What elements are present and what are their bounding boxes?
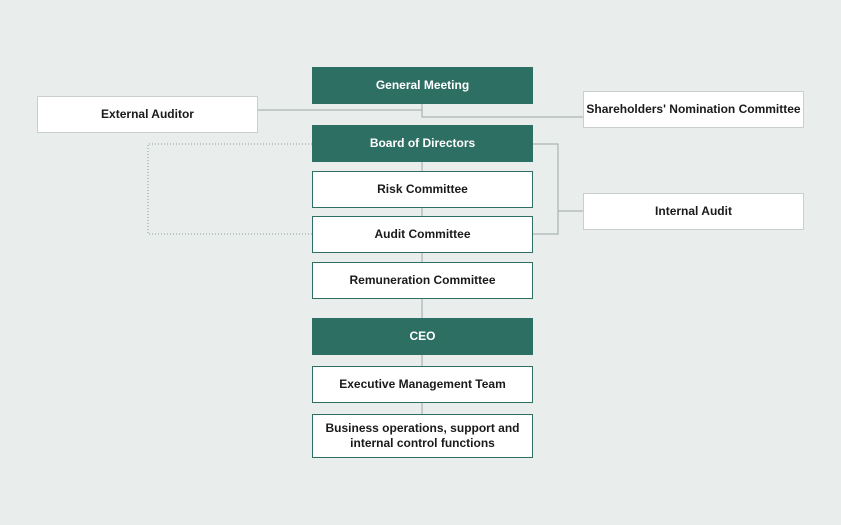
shareholders-nomination-committee-box: Shareholders' Nomination Committee xyxy=(583,91,804,128)
connector-internal-audit-bracket xyxy=(533,143,559,235)
board-of-directors-label: Board of Directors xyxy=(369,136,476,150)
risk-committee-label: Risk Committee xyxy=(377,182,468,196)
executive-management-team-label: Executive Management Team xyxy=(339,377,506,391)
business-operations-label-line2: internal control functions xyxy=(350,436,495,450)
connector-external-auditor-dotted xyxy=(147,143,312,235)
internal-audit-box: Internal Audit xyxy=(583,193,804,230)
risk-committee-box: Risk Committee xyxy=(312,171,533,208)
ceo-box: CEO xyxy=(312,318,533,355)
general-meeting-box: General Meeting xyxy=(312,67,533,104)
business-operations-label-line1: Business operations, support and xyxy=(325,421,520,435)
external-auditor-label: External Auditor xyxy=(101,107,194,121)
general-meeting-label: General Meeting xyxy=(375,78,470,92)
ceo-label: CEO xyxy=(409,329,436,343)
shareholders-nomination-committee-label: Shareholders' Nomination Committee xyxy=(586,102,801,116)
audit-committee-box: Audit Committee xyxy=(312,216,533,253)
internal-audit-label: Internal Audit xyxy=(655,204,732,218)
board-of-directors-box: Board of Directors xyxy=(312,125,533,162)
remuneration-committee-label: Remuneration Committee xyxy=(349,273,496,287)
executive-management-team-box: Executive Management Team xyxy=(312,366,533,403)
connector-general-meeting-nomination xyxy=(258,109,584,118)
business-operations-box: Business operations, support and interna… xyxy=(312,414,533,458)
audit-committee-label: Audit Committee xyxy=(374,227,471,241)
external-auditor-box: External Auditor xyxy=(37,96,258,133)
remuneration-committee-box: Remuneration Committee xyxy=(312,262,533,299)
